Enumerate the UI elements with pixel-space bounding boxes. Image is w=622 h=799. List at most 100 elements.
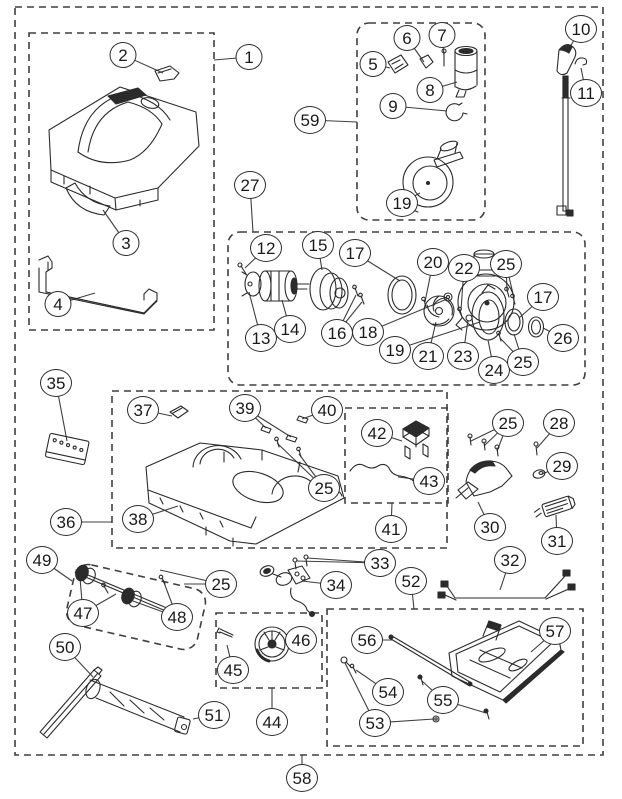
callout-31: 31: [541, 527, 573, 555]
callout-43: 43: [413, 467, 445, 495]
box-bracket-assembly: [344, 407, 449, 504]
rear-wheel-illustration: [254, 626, 290, 663]
callout-19-a: 19: [386, 189, 418, 217]
callout-18: 18: [352, 318, 384, 346]
callout-12: 12: [250, 234, 282, 262]
screw-7-illustration: [441, 48, 447, 67]
callout-25-d: 25: [492, 409, 524, 437]
callout-13: 13: [245, 324, 277, 352]
group-boxes: [14, 6, 604, 756]
callout-16: 16: [321, 319, 353, 347]
brushroll-illustration: [85, 678, 191, 735]
callout-37: 37: [127, 396, 159, 424]
callout-1: 1: [235, 44, 263, 70]
callout-41: 41: [375, 515, 407, 543]
agitator-rod-illustration: [388, 634, 473, 687]
chassis-fasteners-illustration: [260, 415, 309, 458]
callout-29: 29: [546, 452, 578, 480]
box-chassis-assembly: [111, 390, 448, 549]
callout-23: 23: [447, 342, 479, 370]
latch-illustration: [387, 54, 409, 74]
callout-46: 46: [285, 626, 317, 654]
hood-clip-illustration: [154, 65, 180, 82]
belt-guard-illustration: [39, 666, 103, 739]
box-motor-assembly: [227, 231, 586, 386]
callout-24: 24: [478, 356, 510, 384]
callout-40: 40: [311, 396, 343, 424]
callout-58: 58: [286, 764, 318, 792]
latch-button-illustration: [419, 54, 434, 69]
callout-26: 26: [547, 324, 579, 352]
callout-50: 50: [49, 633, 81, 661]
callout-38: 38: [122, 505, 154, 533]
callout-25-e: 25: [205, 570, 237, 598]
callout-49: 49: [26, 546, 58, 574]
callout-20: 20: [417, 248, 449, 276]
swivel-cylinder-illustration: [454, 45, 478, 98]
hood-trim-illustration: [65, 182, 111, 216]
box-wheel-assembly: [215, 612, 323, 689]
box-swivel-assembly: [356, 22, 486, 221]
callout-14: 14: [274, 315, 306, 343]
callout-5: 5: [359, 51, 387, 77]
callout-3: 3: [112, 230, 140, 256]
callout-27: 27: [234, 171, 266, 199]
callout-17-a: 17: [339, 239, 371, 267]
callout-17-b: 17: [527, 283, 559, 311]
callout-47: 47: [67, 599, 99, 627]
rating-plate-illustration: [44, 432, 90, 466]
pedal-illustration: [455, 460, 513, 500]
box-soleplate-assembly: [326, 608, 584, 747]
callout-59: 59: [294, 106, 326, 134]
callout-39: 39: [229, 394, 261, 422]
chassis-illustration: [145, 442, 345, 547]
callout-25-a: 25: [490, 250, 522, 278]
callout-30: 30: [474, 513, 506, 541]
callout-34: 34: [320, 571, 352, 599]
elbow-housing-illustration: [402, 140, 464, 213]
part-illustrations: [38, 44, 588, 739]
soleplate-illustration: [448, 620, 565, 704]
grommet-illustration: [169, 405, 189, 419]
callout-54: 54: [372, 678, 404, 706]
box-axle-assembly: [65, 563, 207, 651]
callout-57: 57: [539, 617, 571, 645]
callout-6: 6: [393, 25, 421, 51]
c-clip-illustration: [445, 102, 468, 122]
callout-25-b: 25: [507, 348, 539, 376]
callout-33: 33: [364, 549, 396, 577]
callout-55: 55: [427, 686, 459, 714]
screws-right-illustration: [467, 433, 546, 479]
callout-11: 11: [570, 79, 602, 107]
callout-56: 56: [351, 626, 383, 654]
soleplate-fasteners-illustration: [340, 656, 490, 723]
callout-35: 35: [40, 369, 72, 397]
callout-22: 22: [448, 254, 480, 282]
valve-illustration: [259, 565, 316, 618]
axle-illustration: [75, 564, 175, 615]
callout-51: 51: [198, 701, 230, 729]
box-hood-assembly: [28, 32, 215, 331]
callout-48: 48: [161, 603, 193, 631]
callout-36: 36: [50, 508, 82, 536]
callout-42: 42: [361, 419, 393, 447]
callout-28: 28: [543, 409, 575, 437]
callout-2: 2: [109, 42, 137, 68]
spacer-illustration: [533, 495, 576, 518]
callout-8: 8: [416, 77, 444, 103]
callout-7: 7: [428, 22, 456, 48]
callout-44: 44: [256, 708, 288, 736]
callout-21: 21: [412, 342, 444, 370]
outer-border: [14, 6, 604, 756]
callout-9: 9: [379, 93, 407, 119]
callout-10: 10: [565, 15, 597, 43]
wire-link-illustration: [349, 463, 426, 490]
callout-32: 32: [494, 546, 526, 574]
wand-illustration: [556, 44, 588, 217]
callout-19-b: 19: [379, 336, 411, 364]
wire-harness-illustration: [437, 569, 576, 601]
callout-52: 52: [395, 567, 427, 595]
wheel-pin-illustration: [216, 627, 234, 638]
